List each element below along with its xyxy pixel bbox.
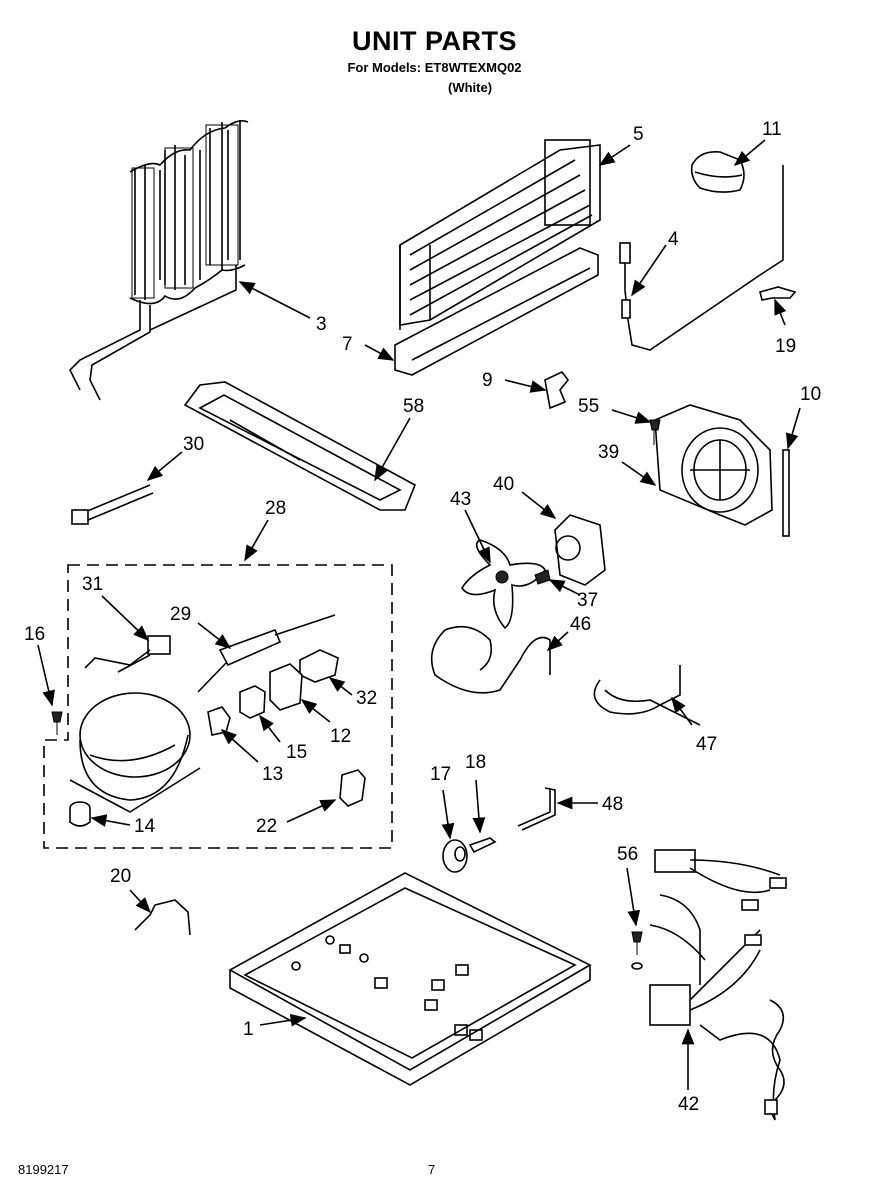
part-1-base-pan bbox=[228, 872, 592, 1086]
callout-37: 37 bbox=[577, 590, 598, 611]
callout-32: 32 bbox=[356, 688, 377, 709]
callout-55: 55 bbox=[578, 396, 599, 417]
callout-1: 1 bbox=[243, 1019, 254, 1040]
callout-46: 46 bbox=[570, 614, 591, 635]
part-18-axle bbox=[468, 837, 497, 854]
callout-56: 56 bbox=[617, 844, 638, 865]
callout-15: 15 bbox=[286, 742, 307, 763]
part-12-start-device bbox=[269, 663, 303, 711]
color-label: (White) bbox=[448, 80, 493, 95]
callout-16: 16 bbox=[24, 624, 45, 645]
callout-5: 5 bbox=[633, 124, 644, 145]
part-9-bracket bbox=[544, 370, 570, 410]
part-10-strip bbox=[782, 449, 790, 537]
part-11-cover bbox=[690, 150, 745, 193]
part-48-tube bbox=[517, 787, 556, 831]
page-number: 7 bbox=[428, 1162, 436, 1177]
callout-4: 4 bbox=[668, 229, 679, 250]
doc-number: 8199217 bbox=[18, 1162, 69, 1177]
part-condenser bbox=[69, 120, 249, 401]
callout-48: 48 bbox=[602, 794, 623, 815]
callout-40: 40 bbox=[493, 474, 514, 495]
callout-43: 43 bbox=[450, 489, 471, 510]
callout-3: 3 bbox=[316, 314, 327, 335]
part-13-clip bbox=[207, 706, 231, 736]
part-28-kit-box bbox=[43, 564, 393, 849]
callout-42: 42 bbox=[678, 1094, 699, 1115]
callout-31: 31 bbox=[82, 574, 103, 595]
page-title: UNIT PARTS bbox=[352, 26, 517, 56]
callout-13: 13 bbox=[262, 764, 283, 785]
part-56-washer bbox=[631, 962, 643, 970]
part-evaporator bbox=[394, 139, 601, 376]
callout-20: 20 bbox=[110, 866, 131, 887]
part-29-drier bbox=[197, 614, 336, 693]
part-30-tie bbox=[71, 484, 154, 525]
part-43-fan-blade bbox=[461, 539, 546, 630]
part-56-screw bbox=[631, 931, 643, 955]
model-line: For Models: ET8WTEXMQ02 bbox=[347, 60, 522, 75]
part-22-terminal bbox=[339, 769, 366, 807]
part-55-screw bbox=[649, 419, 661, 445]
callout-47: 47 bbox=[696, 734, 717, 755]
part-32-relay bbox=[299, 649, 339, 683]
callout-17: 17 bbox=[430, 764, 451, 785]
part-14-grommet bbox=[69, 801, 91, 827]
part-42-wire-harness bbox=[649, 849, 787, 1121]
part-15-cover bbox=[239, 685, 266, 719]
part-20-wire bbox=[134, 899, 191, 936]
callout-10: 10 bbox=[800, 384, 821, 405]
callout-9: 9 bbox=[482, 370, 493, 391]
callout-58: 58 bbox=[403, 396, 424, 417]
part-4-sensor bbox=[619, 165, 784, 351]
part-39-fan-shroud bbox=[654, 404, 773, 526]
part-40-fan-motor bbox=[554, 514, 606, 586]
callout-12: 12 bbox=[330, 726, 351, 747]
part-compressor bbox=[69, 692, 201, 813]
part-16-bolt bbox=[51, 711, 63, 735]
callout-30: 30 bbox=[183, 434, 204, 455]
part-47-tube bbox=[593, 665, 701, 726]
callout-14: 14 bbox=[134, 816, 156, 837]
callout-39: 39 bbox=[598, 442, 619, 463]
callout-28: 28 bbox=[265, 498, 286, 519]
callout-11: 11 bbox=[762, 119, 782, 140]
callout-7: 7 bbox=[342, 334, 353, 355]
part-17-roller bbox=[442, 839, 468, 873]
part-58-drain-pan bbox=[183, 381, 417, 511]
callout-29: 29 bbox=[170, 604, 191, 625]
part-31-overload bbox=[84, 635, 171, 673]
callout-18: 18 bbox=[465, 752, 486, 773]
callout-22: 22 bbox=[256, 816, 277, 837]
callout-19: 19 bbox=[775, 336, 796, 357]
part-19-clip bbox=[759, 286, 797, 301]
part-46-tube bbox=[430, 625, 551, 694]
